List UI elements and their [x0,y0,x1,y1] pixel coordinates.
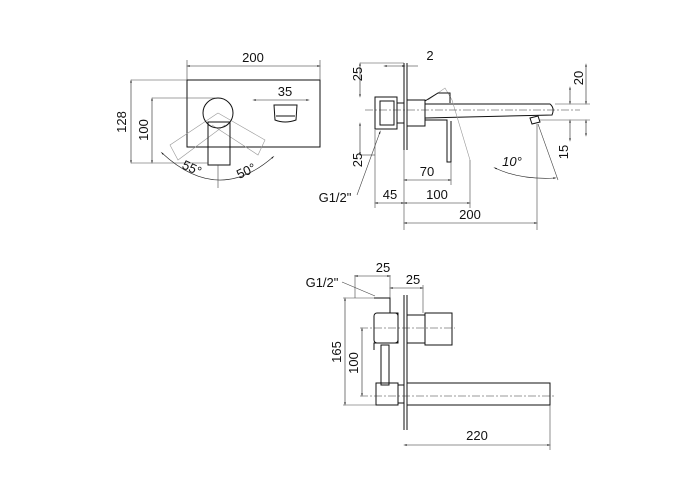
dim-spout-220: 220 [466,428,488,443]
dim-width-200: 200 [242,50,264,65]
installation-view: G1/2" 25 25 165 100 220 [306,260,555,450]
dim-plate-2: 2 [426,48,433,63]
dim-angle-50: 50° [234,160,258,182]
dim-top-25: 25 [350,67,365,81]
lever-hub [202,97,234,129]
side-view: 2 25 25 20 15 10° 70 45 100 200 G1/2" [319,48,590,230]
dim-centers-100: 100 [346,352,361,374]
dim-spout-20: 20 [571,71,586,85]
front-view: 200 35 128 100 55° 50° [114,50,321,188]
spout [424,103,554,119]
dim-height-165: 165 [329,341,344,363]
lever-ghost-positions [169,112,266,161]
aerator [529,115,541,125]
wall-plate [186,79,321,148]
lever-handle [207,121,231,166]
valve-body [373,297,399,350]
dim-outlet-15: 15 [556,145,571,159]
dim-bottom-25: 25 [350,153,365,167]
thread-label-install: G1/2" [306,275,339,290]
dim-depth-25b: 25 [406,272,420,287]
dim-depth-25a: 25 [376,260,390,275]
dim-outlet-35: 35 [278,84,292,99]
spout-outlet [273,104,298,123]
diverter-body [375,382,399,406]
dim-height-100: 100 [136,119,151,141]
dim-angle-55: 55° [180,157,204,179]
dim-reach-100: 100 [426,187,448,202]
thread-label: G1/2" [319,190,352,205]
dim-lever-70: 70 [420,164,434,179]
dim-body-45: 45 [383,187,397,202]
dim-spout-200: 200 [459,207,481,222]
dim-angle-10: 10° [502,154,522,169]
dim-height-128: 128 [114,111,129,133]
spout [406,382,551,406]
handle-knob [424,312,453,346]
